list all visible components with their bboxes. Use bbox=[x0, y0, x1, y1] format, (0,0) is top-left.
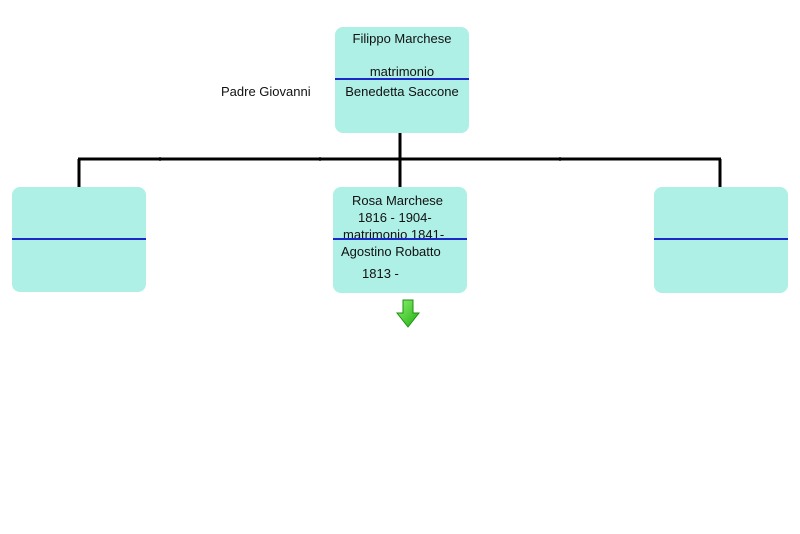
child-node-center[interactable]: Rosa Marchese 1816 - 1904- matrimonio 18… bbox=[333, 187, 467, 293]
expand-descendants-arrow-icon[interactable] bbox=[395, 299, 421, 329]
father-of-label: Padre Giovanni bbox=[221, 84, 311, 99]
couple-divider bbox=[12, 238, 146, 240]
child-marriage: matrimonio 1841- bbox=[343, 227, 445, 242]
spouse-dates: 1813 - bbox=[362, 266, 399, 281]
couple-divider bbox=[335, 78, 469, 80]
child-node-left[interactable] bbox=[12, 187, 146, 292]
child-dates: 1816 - 1904- bbox=[358, 210, 432, 225]
child-name: Rosa Marchese bbox=[352, 193, 444, 208]
mother-name: Benedetta Saccone bbox=[345, 84, 459, 99]
couple-divider bbox=[654, 238, 788, 240]
father-name: Filippo Marchese bbox=[352, 31, 452, 46]
child-node-right[interactable] bbox=[654, 187, 788, 293]
couple-divider bbox=[333, 238, 467, 240]
marriage-label: matrimonio bbox=[369, 64, 435, 79]
spouse-name: Agostino Robatto bbox=[341, 244, 441, 259]
parents-node[interactable]: Filippo Marchese matrimonio Benedetta Sa… bbox=[335, 27, 469, 133]
